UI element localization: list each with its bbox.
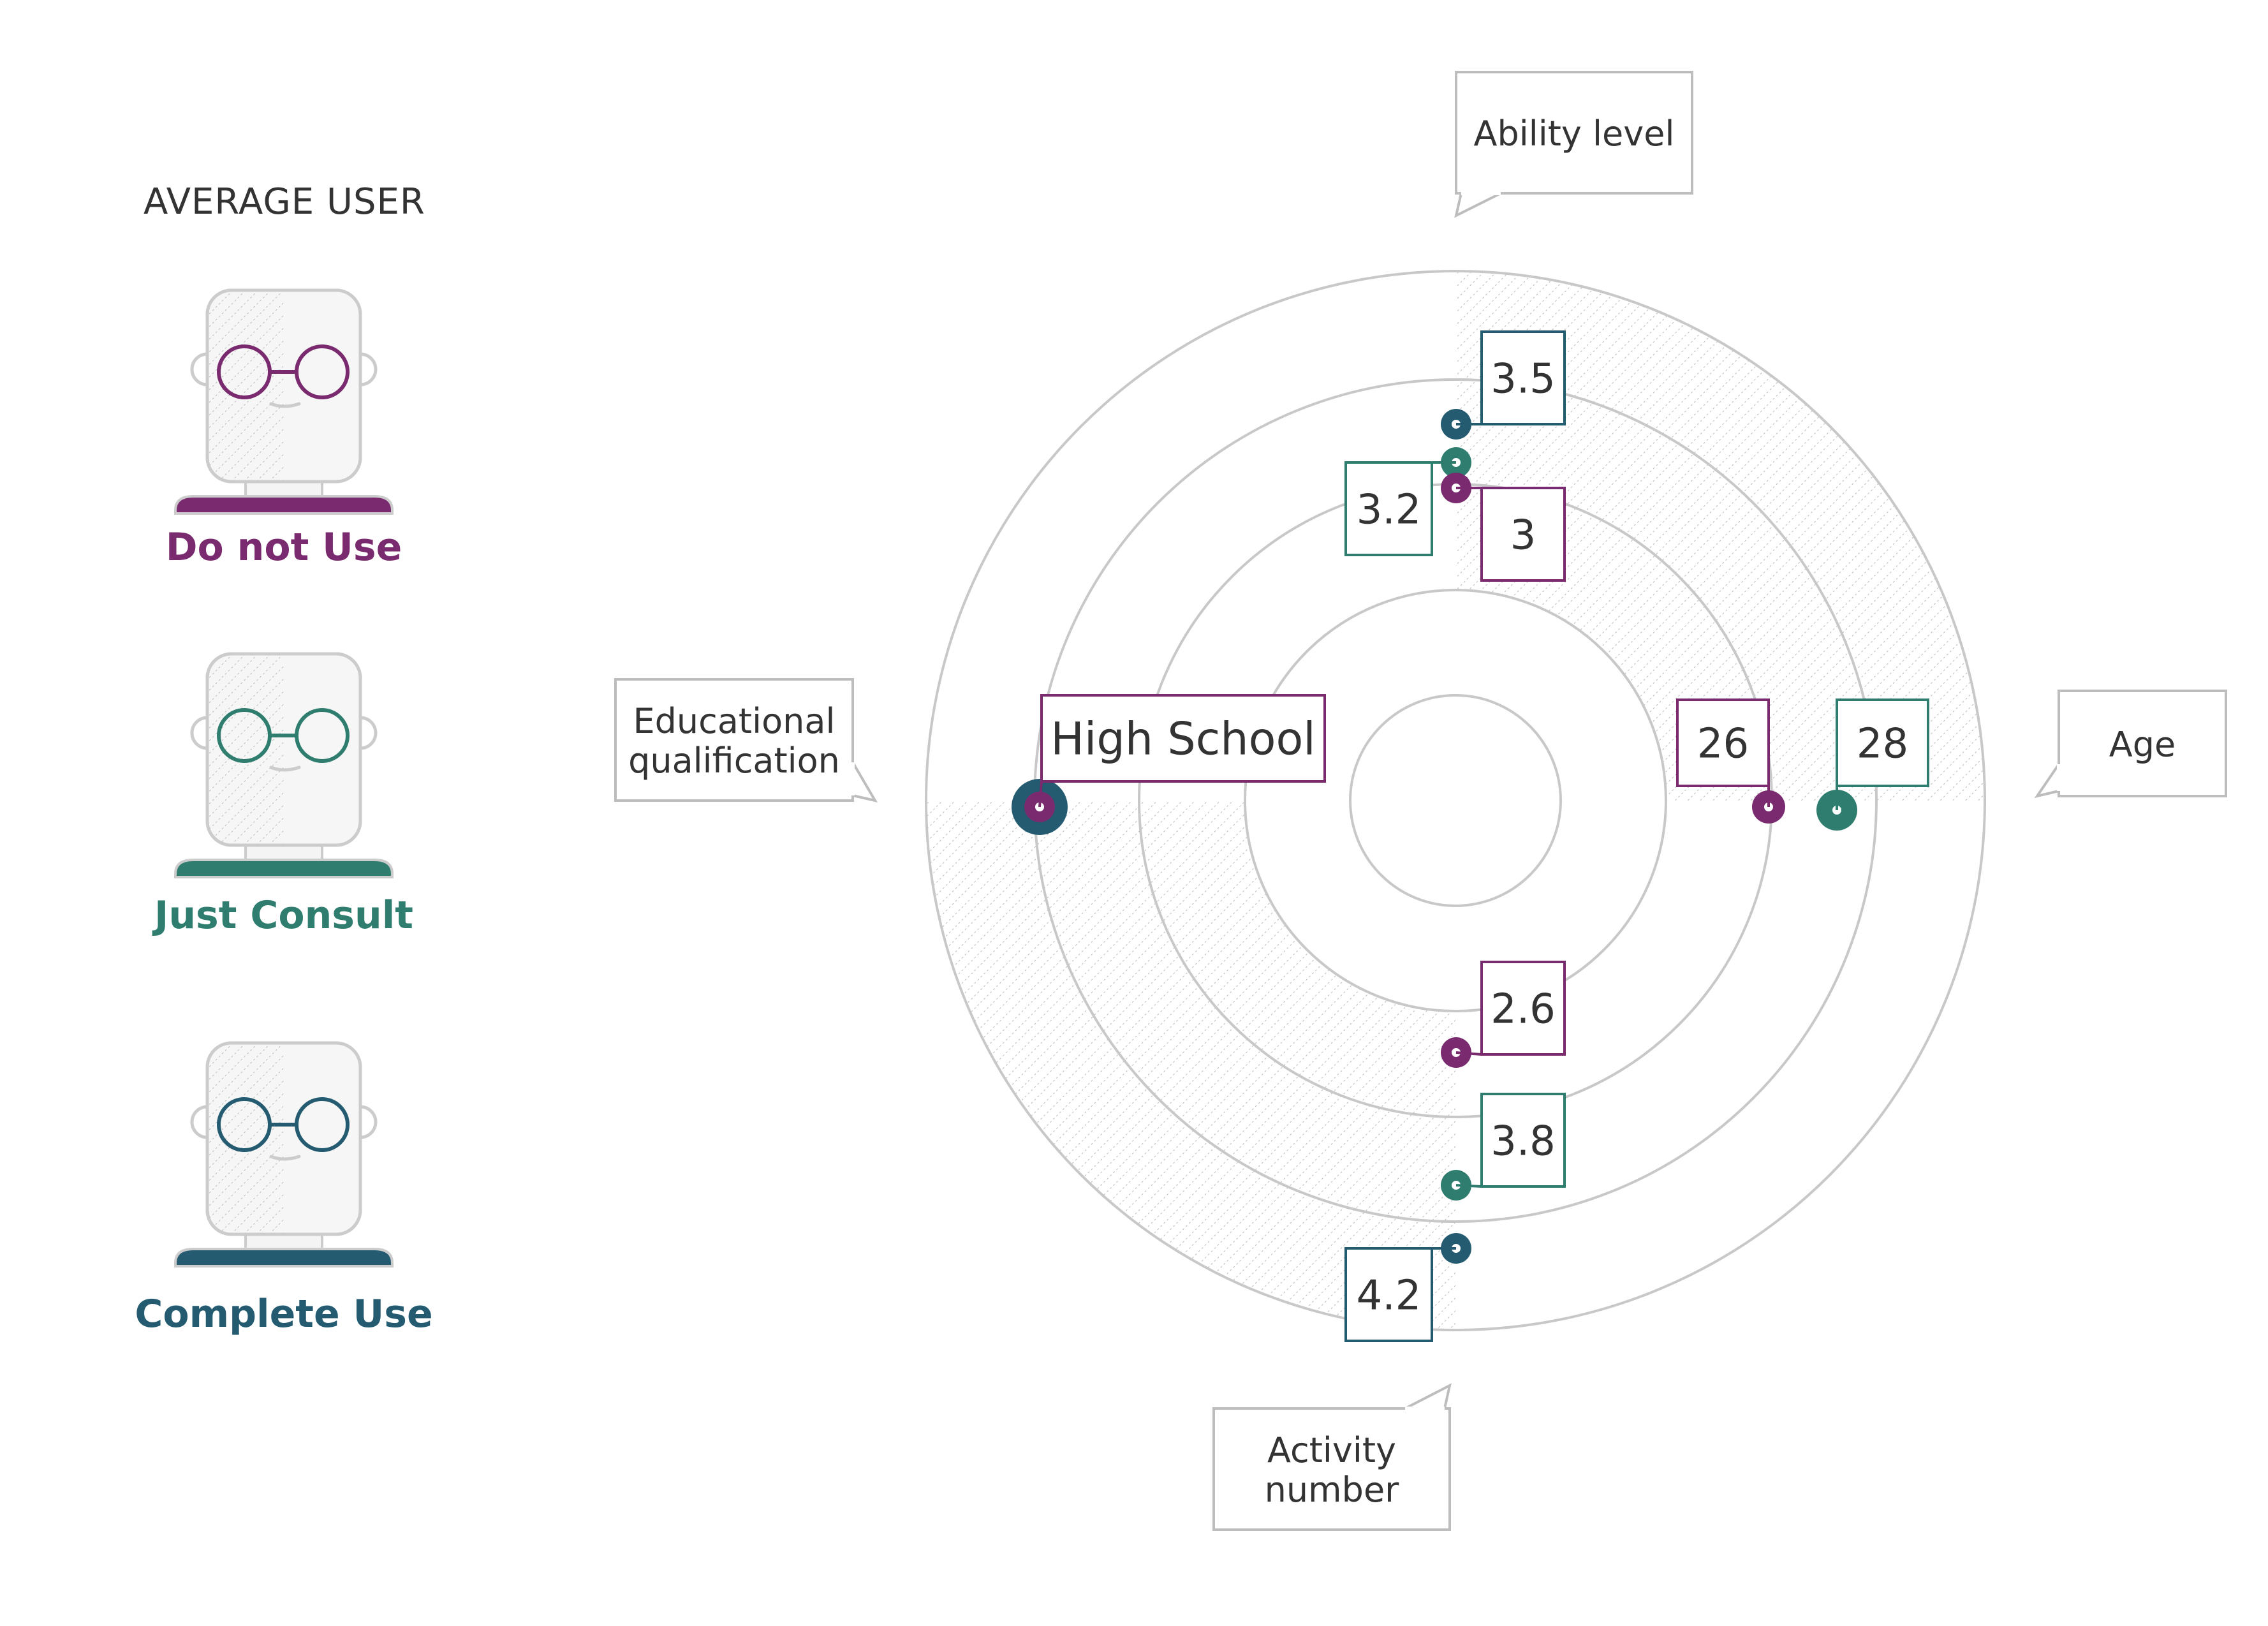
hatched-quadrant-top-right	[1455, 271, 1985, 801]
ear-shape	[360, 1105, 378, 1139]
face-hatch	[207, 654, 284, 845]
svg-text:2.6: 2.6	[1491, 986, 1556, 1033]
shirt-shape	[174, 495, 394, 515]
grid-ring-2	[1244, 589, 1667, 1012]
smile-shape	[269, 1155, 301, 1161]
callout-ability-complete: 3.5	[1456, 330, 1566, 425]
legend-label-1: Do not Use	[166, 525, 402, 570]
callout-ability-donotuse: 3	[1456, 487, 1566, 582]
face-hatch	[207, 1043, 284, 1234]
callout-activity-donotuse: 2.6	[1455, 961, 1566, 1056]
svg-text:4.2: 4.2	[1357, 1273, 1422, 1320]
ear-shape	[360, 352, 378, 387]
grid-ring-5	[925, 270, 1986, 1331]
callout-ability-consult: 3.2	[1344, 461, 1456, 556]
ear-shape	[190, 1105, 208, 1139]
axis-label-ability-level: Ability level	[1454, 71, 1693, 218]
legend-title: AVERAGE USER	[144, 181, 425, 223]
hatched-quadrant-bottom-left	[926, 801, 1455, 1330]
svg-text:Age: Age	[2109, 725, 2176, 765]
svg-text:3.5: 3.5	[1491, 356, 1556, 403]
user-figure-2	[174, 652, 394, 878]
legend-label-2: Just Consult	[152, 893, 413, 938]
callout-age-consult: 28	[1836, 698, 1929, 810]
data-markers	[1012, 409, 1857, 1264]
svg-text:3: 3	[1510, 512, 1536, 559]
value-callouts: 3.5 3.2 3 26 28 High School 2.6 3.8 4.2	[1038, 330, 1929, 1342]
shirt-shape	[174, 1248, 394, 1268]
svg-text:28: 28	[1857, 721, 1908, 768]
svg-text:3.8: 3.8	[1491, 1118, 1556, 1165]
shirt-shape	[174, 859, 394, 878]
svg-text:Ability level: Ability level	[1474, 114, 1675, 154]
callout-edu-donotuse: High School	[1038, 694, 1326, 808]
axis-label-age: Age	[2034, 690, 2227, 799]
callout-activity-complete: 4.2	[1344, 1247, 1456, 1342]
smile-shape	[269, 402, 301, 408]
radial-grid	[925, 270, 1986, 1331]
legend-label-3: Complete Use	[135, 1292, 432, 1336]
user-figure-1	[174, 288, 394, 515]
ear-shape	[190, 716, 208, 750]
svg-text:26: 26	[1697, 721, 1749, 768]
callout-activity-consult: 3.8	[1455, 1093, 1566, 1188]
ear-shape	[190, 352, 208, 387]
grid-ring-1	[1349, 694, 1562, 907]
face-hatch	[207, 290, 284, 482]
callout-age-donotuse: 26	[1676, 698, 1770, 807]
smile-shape	[269, 765, 301, 772]
ear-shape	[360, 716, 378, 750]
svg-text:3.2: 3.2	[1357, 487, 1422, 534]
user-figure-3	[174, 1041, 394, 1268]
svg-text:High School: High School	[1050, 713, 1316, 765]
